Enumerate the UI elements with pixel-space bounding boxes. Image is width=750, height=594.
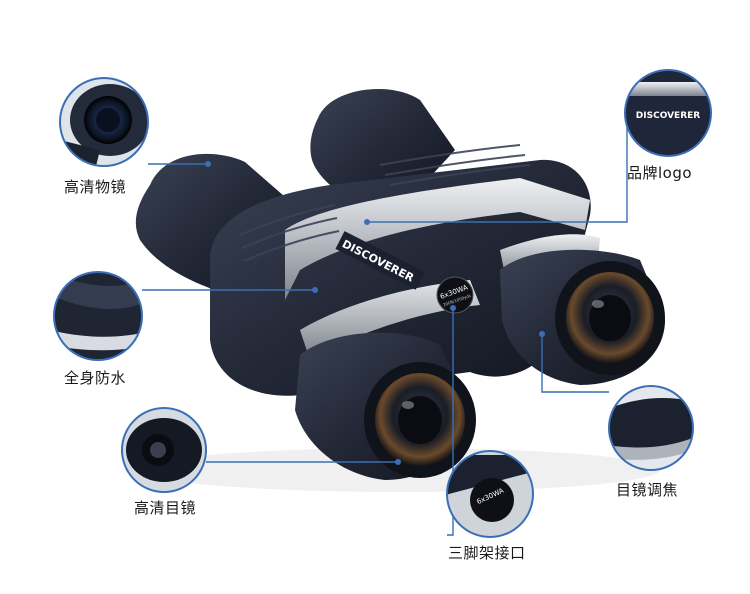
label-brand-logo: 品牌logo xyxy=(627,164,693,182)
label-tripod-mount: 三脚架接口 xyxy=(448,544,526,562)
label-hd-objective: 高清物镜 xyxy=(64,178,127,196)
tripod-mount-cap: 6x30WA 200ft/1000yds xyxy=(436,276,474,314)
leader-lines xyxy=(142,110,628,536)
objective-detail-circle xyxy=(59,77,149,167)
tripod-detail-circle: 6x30WA xyxy=(446,450,534,538)
brand-text-in-logo-circle: DISCOVERER xyxy=(636,111,701,121)
waterproof-detail-circle xyxy=(53,271,143,361)
logo-detail-circle: DISCOVERER xyxy=(624,69,712,157)
eyepiece-detail-circle xyxy=(121,407,207,493)
label-focus: 目镜调焦 xyxy=(616,481,679,499)
leader-dots xyxy=(205,161,545,465)
focus-detail-circle xyxy=(608,385,694,471)
binoculars-body: DISCOVERER 6x30WA 200ft/1000yds xyxy=(135,88,665,492)
label-waterproof: 全身防水 xyxy=(64,369,127,387)
label-hd-eyepiece: 高清目镜 xyxy=(134,499,197,517)
